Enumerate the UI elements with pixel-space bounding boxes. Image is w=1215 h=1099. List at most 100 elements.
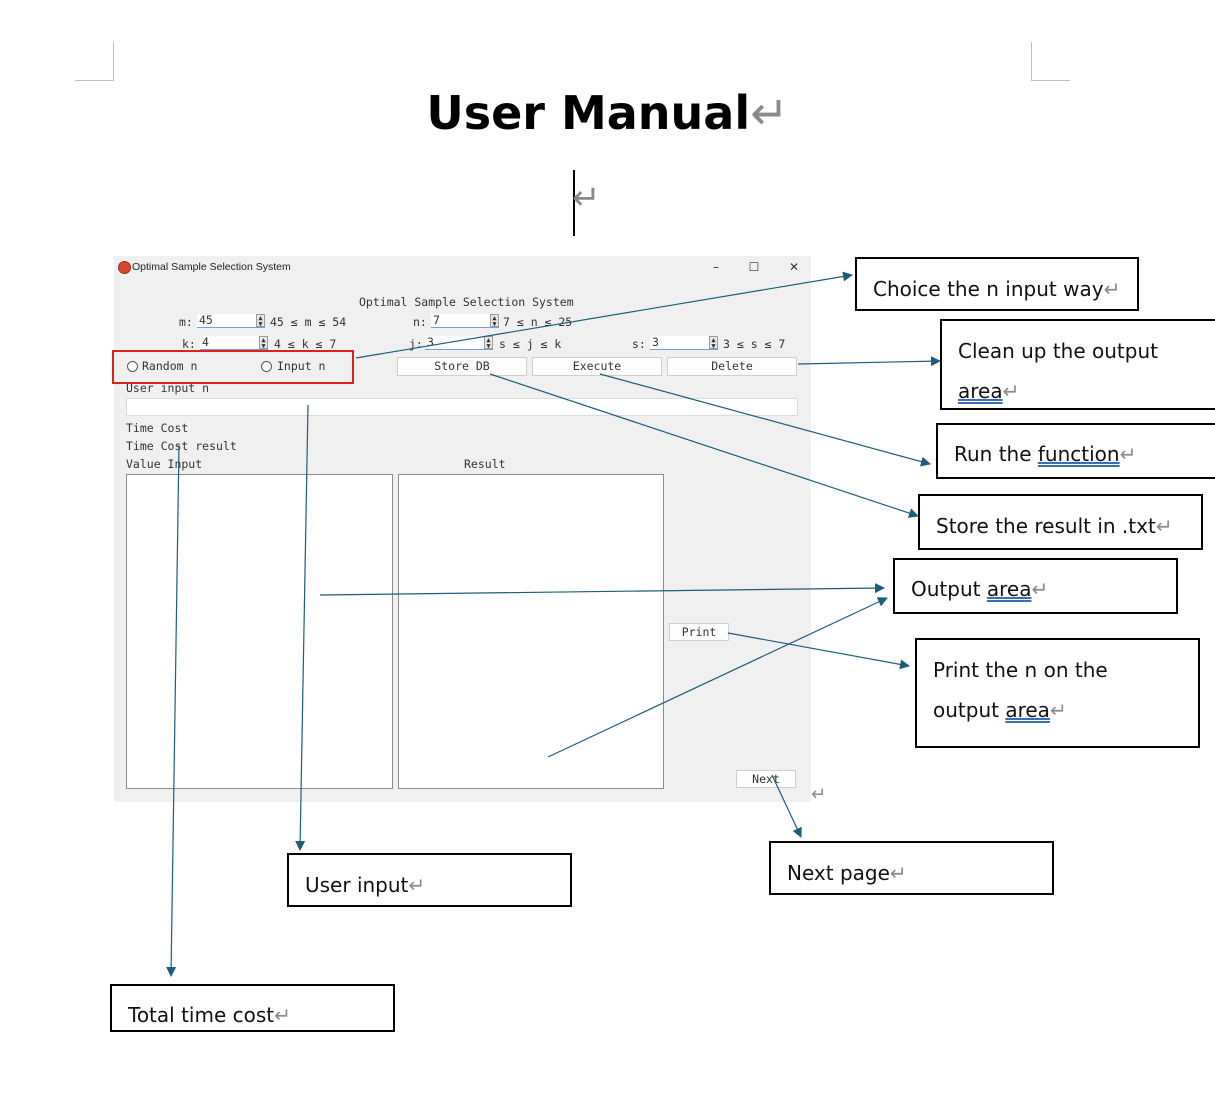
callout-text: area — [986, 577, 1032, 601]
document-title: User Manual↵ — [0, 86, 1215, 140]
callout-text: output — [933, 698, 1006, 722]
user-input-field[interactable] — [126, 398, 798, 416]
n-value: 7 — [433, 313, 440, 327]
paragraph-mark: ↵ — [1119, 442, 1137, 466]
arrow-user-input — [295, 404, 309, 851]
callout-text: area — [1005, 698, 1050, 722]
paragraph-mark: ↵ — [408, 873, 426, 897]
next-button[interactable]: Next — [736, 770, 796, 788]
window-title: Optimal Sample Selection System — [132, 261, 291, 273]
delete-button[interactable]: Delete — [667, 357, 797, 376]
m-label: m: — [179, 315, 193, 329]
paragraph-mark: ↵ — [274, 1003, 291, 1027]
arrow-next-page — [771, 774, 802, 838]
input-n-label[interactable]: Input n — [277, 359, 326, 373]
callout-text: Choice the n input way — [873, 277, 1104, 301]
s-range: 3 ≤ s ≤ 7 — [723, 337, 786, 351]
page-corner-mark-left — [75, 42, 114, 81]
n-range: 7 ≤ n ≤ 25 — [503, 315, 573, 329]
callout-text: area — [958, 379, 1003, 403]
m-spinbox[interactable]: 45 ▲▼ — [197, 313, 265, 328]
value-input-label: Value Input — [126, 457, 203, 471]
arrow-print — [727, 632, 910, 670]
n-label: n: — [413, 315, 427, 329]
arrow-output-area-2 — [547, 597, 888, 758]
callout-text: Next page — [787, 861, 890, 885]
maximize-icon[interactable]: ☐ — [748, 260, 760, 274]
arrow-output-area-1 — [319, 583, 885, 596]
time-cost-result-label: Time Cost result — [126, 439, 237, 453]
print-button[interactable]: Print — [669, 623, 729, 641]
callout-text: Clean up the output — [958, 339, 1158, 363]
callout-store-txt: Store the result in .txt↵ — [918, 494, 1203, 550]
callout-user-input: User input↵ — [287, 853, 572, 907]
k-spinbox[interactable]: 4 ▲▼ — [200, 335, 268, 350]
paragraph-mark: ↵ — [572, 178, 601, 218]
s-spinbox[interactable]: 3 ▲▼ — [650, 335, 718, 350]
j-value: 3 — [427, 335, 434, 349]
paragraph-mark: ↵ — [1103, 277, 1121, 301]
spin-arrows-icon[interactable]: ▲▼ — [259, 336, 268, 350]
arrow-clean-up — [797, 356, 941, 367]
spin-arrows-icon[interactable]: ▲▼ — [490, 314, 499, 328]
callout-text: Total time cost — [128, 1003, 275, 1027]
callout-print: Print the n on the output area↵ — [915, 638, 1200, 748]
callout-clean-up: Clean up the output area↵ — [940, 319, 1215, 410]
close-icon[interactable]: ✕ — [788, 260, 800, 274]
k-value: 4 — [202, 335, 209, 349]
arrow-run-function — [599, 373, 931, 467]
s-label: s: — [632, 337, 646, 351]
page-corner-mark-right — [1031, 42, 1070, 81]
callout-choice-n: Choice the n input way↵ — [855, 257, 1139, 311]
callout-text: Store the result in .txt — [936, 514, 1156, 538]
m-range: 45 ≤ m ≤ 54 — [270, 315, 347, 329]
j-range: s ≤ j ≤ k — [499, 337, 562, 351]
spin-arrows-icon[interactable]: ▲▼ — [484, 336, 493, 350]
arrow-total-time — [166, 444, 180, 977]
callout-text: Output — [911, 577, 987, 601]
arrow-store-txt — [489, 373, 919, 518]
document-title-text: User Manual — [426, 86, 751, 140]
paragraph-mark: ↵ — [811, 784, 827, 805]
arrow-choice-n — [355, 271, 853, 359]
user-input-label: User input n — [126, 381, 210, 395]
k-label: k: — [182, 337, 196, 351]
spin-arrows-icon[interactable]: ▲▼ — [709, 336, 718, 350]
callout-run-function: Run the function↵ — [936, 423, 1215, 479]
text-cursor — [573, 170, 575, 236]
callout-total-time: Total time cost↵ — [110, 984, 395, 1032]
execute-button[interactable]: Execute — [532, 357, 662, 376]
radio-highlight-box — [112, 350, 354, 384]
app-window: Optimal Sample Selection System – ☐ ✕ Op… — [114, 256, 811, 802]
result-area[interactable] — [398, 474, 664, 789]
input-n-radio[interactable] — [261, 361, 272, 372]
paragraph-mark: ↵ — [1031, 577, 1049, 601]
k-range: 4 ≤ k ≤ 7 — [274, 337, 337, 351]
callout-text: function — [1037, 442, 1120, 466]
j-spinbox[interactable]: 3 ▲▼ — [425, 335, 493, 350]
callout-text: User input — [305, 873, 409, 897]
random-n-label[interactable]: Random n — [142, 359, 198, 373]
spin-arrows-icon[interactable]: ▲▼ — [256, 314, 265, 328]
random-n-radio[interactable] — [127, 361, 138, 372]
paragraph-mark: ↵ — [1049, 698, 1067, 722]
paragraph-mark: ↵ — [889, 861, 907, 885]
app-heading: Optimal Sample Selection System — [359, 295, 574, 309]
callout-next-page: Next page↵ — [769, 841, 1054, 895]
m-value: 45 — [199, 313, 213, 327]
callout-text: Run the — [954, 442, 1038, 466]
s-value: 3 — [652, 335, 659, 349]
paragraph-mark: ↵ — [1002, 379, 1020, 403]
callout-output-area: Output area↵ — [893, 558, 1178, 614]
store-db-button[interactable]: Store DB — [397, 357, 527, 376]
paragraph-mark: ↵ — [1155, 514, 1173, 538]
minimize-icon[interactable]: – — [713, 260, 719, 274]
callout-text: Print the n on the — [933, 658, 1108, 682]
app-icon — [118, 261, 131, 274]
time-cost-label: Time Cost — [126, 421, 189, 435]
value-input-area[interactable] — [126, 474, 393, 789]
result-label: Result — [464, 457, 506, 471]
paragraph-mark: ↵ — [750, 86, 789, 140]
n-spinbox[interactable]: 7 ▲▼ — [431, 313, 499, 328]
